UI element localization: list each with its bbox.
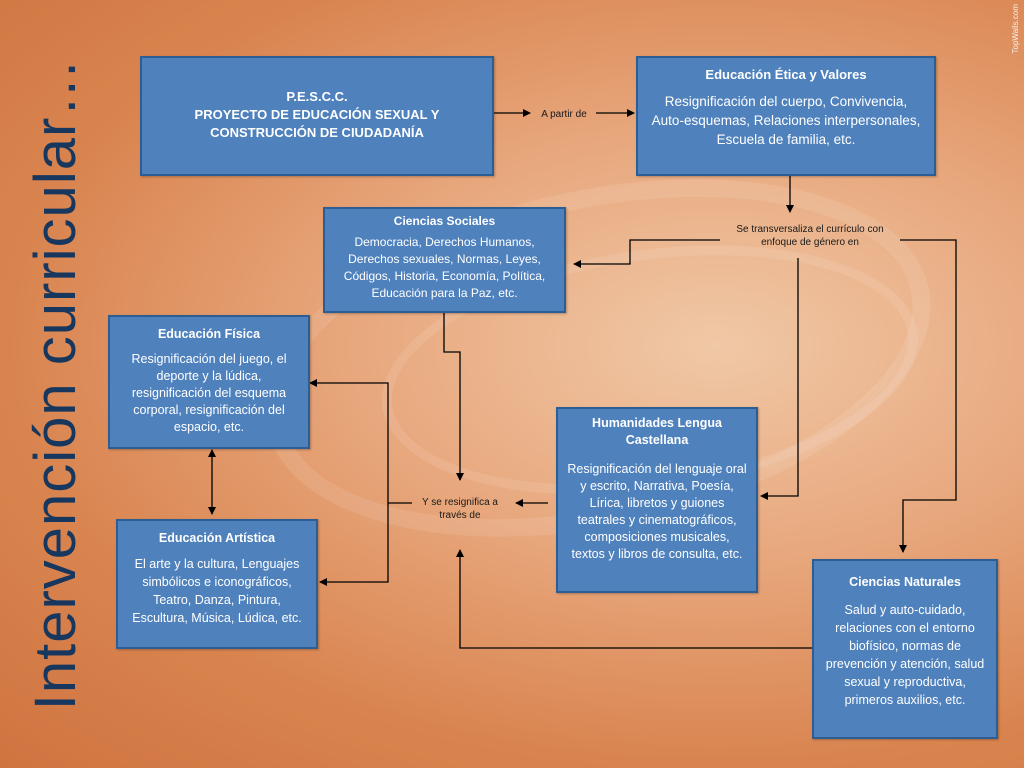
label-transversaliza: Se transversaliza el currículo con enfoq… (736, 224, 884, 248)
box-humanidades-body: Resignificación del lenguaje oral y escr… (567, 462, 747, 561)
box-artistica-body: El arte y la cultura, Lenguajes simbólic… (132, 557, 302, 625)
box-sociales: Ciencias Sociales Democracia, Derechos H… (323, 207, 566, 313)
box-naturales: Ciencias Naturales Salud y auto-cuidado,… (812, 559, 998, 739)
box-artistica-title: Educación Artística (158, 531, 276, 545)
box-etica-title: Educación Ética y Valores (705, 67, 867, 82)
box-etica-body: Resignificación del cuerpo, Convivencia,… (651, 94, 921, 147)
box-fisica-body: Resignificación del juego, el deporte y … (131, 352, 287, 434)
box-pescc-title: P.E.S.C.C. (286, 89, 348, 104)
box-etica: Educación Ética y Valores Resignificació… (636, 56, 936, 176)
box-pescc-subtitle: PROYECTO DE EDUCACIÓN SEXUAL Y CONSTRUCC… (194, 107, 440, 140)
arrow-to-humanidades (760, 258, 799, 500)
box-humanidades-title: Humanidades Lengua Castellana (592, 416, 722, 447)
box-sociales-body: Democracia, Derechos Humanos, Derechos s… (343, 235, 546, 300)
box-artistica: Educación Artística El arte y la cultura… (116, 519, 318, 649)
box-pescc: P.E.S.C.C. PROYECTO DE EDUCACIÓN SEXUAL … (140, 56, 494, 176)
box-humanidades: Humanidades Lengua Castellana Resignific… (556, 407, 758, 593)
box-naturales-body: Salud y auto-cuidado, relaciones con el … (825, 603, 985, 707)
arrow-naturales-to-resignifica (456, 549, 812, 649)
box-naturales-title: Ciencias Naturales (849, 575, 961, 589)
box-sociales-title: Ciencias Sociales (393, 214, 496, 228)
arrow-to-sociales (573, 239, 720, 268)
arrow-to-fisica (309, 379, 412, 504)
arrow-to-naturales (899, 239, 957, 553)
arrow-sociales-to-resignifica (443, 312, 464, 481)
label-resignifica: Y se resignifica a través de (422, 497, 498, 521)
box-fisica-title: Educación Física (157, 327, 261, 341)
box-fisica: Educación Física Resignificación del jue… (108, 315, 310, 449)
arrow-to-artistica (319, 503, 389, 586)
label-a-partir: A partir de (541, 109, 587, 120)
